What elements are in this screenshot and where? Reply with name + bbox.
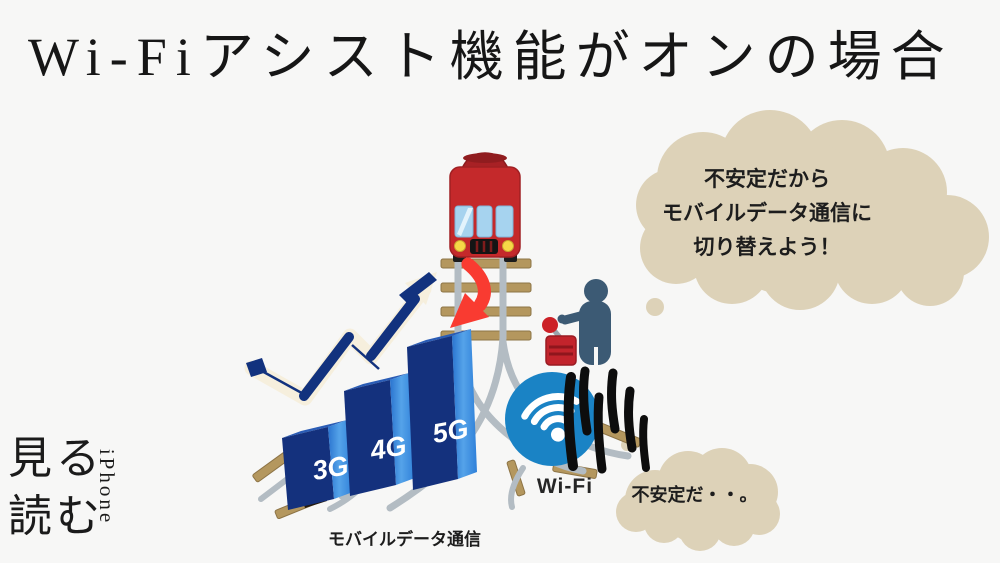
site-logo-word-top: 見る: [8, 434, 104, 483]
bar-4g-label: 4G: [367, 430, 409, 466]
bar-5g-label: 5G: [430, 413, 471, 449]
railway-switch-lever: [542, 317, 577, 366]
bar-4g: 4G: [344, 373, 415, 496]
site-logo-brand: iPhone: [95, 448, 119, 526]
thought-bubble-cloud: [636, 110, 989, 316]
mobile-data-label: モバイルデータ通信: [328, 530, 481, 549]
growth-arrow-icon: [244, 272, 437, 406]
bar-3g: 3G: [282, 420, 353, 510]
train-headlight-left: [454, 240, 466, 252]
switch-operator-person: [557, 279, 611, 366]
train-headlight-right: [502, 240, 514, 252]
bar-5g: 5G: [407, 329, 477, 490]
thought-bubble-line1: 不安定だから: [704, 168, 830, 191]
page-title: Wi-Fiアシスト機能がオンの場合: [28, 27, 954, 87]
thought-bubble-tail: [646, 298, 664, 316]
thought-bubble-line2: モバイルデータ通信に: [662, 202, 872, 225]
signal-noise-icon: [563, 366, 650, 474]
thought-bubble-text: 不安定だから モバイルデータ通信に 切り替えよう！: [642, 163, 892, 265]
small-bubble-text: 不安定だ・・。: [631, 485, 758, 505]
small-thought-bubble-cloud: [616, 439, 780, 551]
wifi-label: Wi-Fi: [536, 475, 594, 498]
train-icon: [449, 152, 521, 262]
switch-arrow-icon: [450, 257, 491, 328]
site-logo-word-bottom: 読む: [8, 492, 104, 541]
thought-bubble-line3: 切り替えよう！: [693, 236, 841, 259]
bar-3g-label: 3G: [310, 450, 351, 486]
